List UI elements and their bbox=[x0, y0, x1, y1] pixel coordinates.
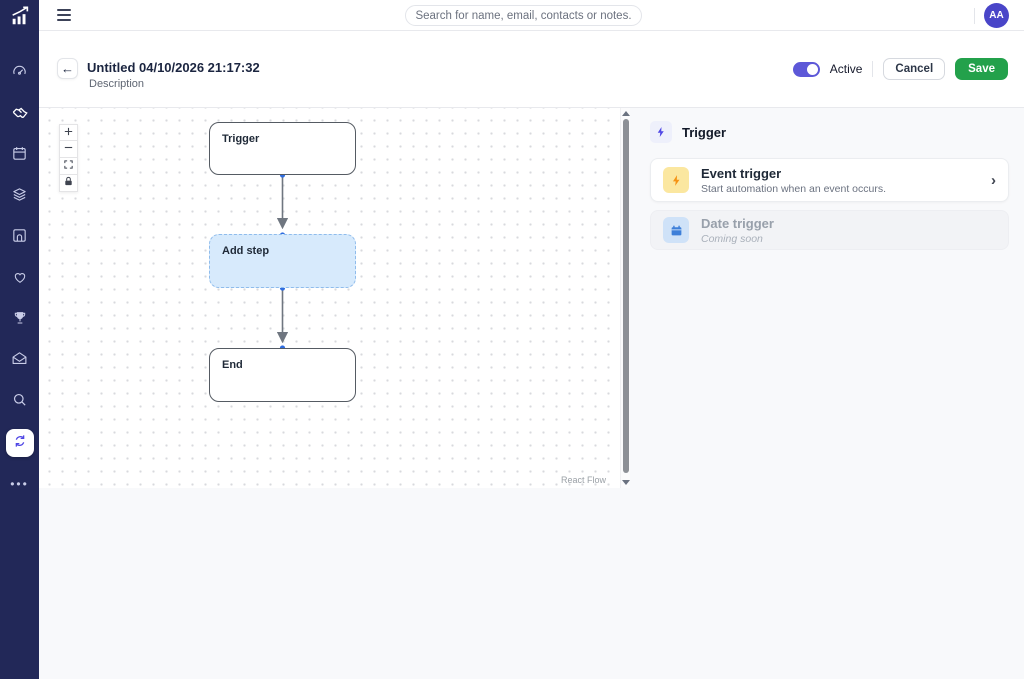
event-trigger-card[interactable]: Event trigger Start automation when an e… bbox=[650, 158, 1009, 202]
scrollbar-thumb[interactable] bbox=[622, 119, 629, 473]
gauge-icon bbox=[11, 63, 28, 85]
contact-arch-icon bbox=[11, 227, 28, 249]
more-ellipsis-icon: ••• bbox=[10, 477, 29, 491]
event-bolt-icon bbox=[663, 167, 689, 193]
trigger-panel: Trigger Event trigger Start automation w… bbox=[630, 108, 1024, 679]
layers-icon bbox=[11, 186, 28, 208]
topbar-divider bbox=[974, 8, 975, 24]
workflow-description[interactable]: Description bbox=[89, 78, 145, 90]
node-add-step-label: Add step bbox=[222, 245, 270, 257]
minus-icon bbox=[63, 140, 74, 158]
sidebar-item-trophy[interactable] bbox=[6, 306, 34, 334]
sidebar-item-handshake[interactable] bbox=[6, 101, 34, 129]
node-add-step[interactable]: Add step bbox=[209, 234, 356, 288]
bolt-icon bbox=[650, 121, 672, 143]
heart-icon bbox=[12, 269, 28, 290]
active-toggle[interactable] bbox=[792, 61, 820, 77]
flow-canvas[interactable]: Trigger Add step End React Flow bbox=[39, 108, 620, 488]
mail-open-icon bbox=[11, 350, 28, 372]
topbar: AA bbox=[39, 0, 1024, 31]
node-end-label: End bbox=[222, 359, 243, 371]
calendar-icon bbox=[11, 145, 28, 167]
date-calendar-icon bbox=[663, 217, 689, 243]
sidebar-item-gauge[interactable] bbox=[6, 60, 34, 88]
panel-header: Trigger bbox=[650, 121, 726, 143]
node-trigger[interactable]: Trigger bbox=[209, 122, 356, 175]
toggle-knob bbox=[806, 63, 818, 75]
arrow-left-icon: ← bbox=[61, 61, 74, 76]
growth-chart-logo-icon bbox=[0, 0, 39, 32]
plus-icon bbox=[63, 124, 74, 142]
canvas-controls bbox=[59, 124, 78, 192]
event-trigger-texts: Event trigger Start automation when an e… bbox=[701, 166, 991, 195]
global-search-input[interactable] bbox=[405, 5, 642, 26]
sidebar-items: ••• bbox=[5, 60, 34, 498]
workflow-title: Untitled 04/10/2026 21:17:32 bbox=[87, 60, 260, 75]
sidebar-item-mail[interactable] bbox=[6, 347, 34, 375]
back-button[interactable]: ← bbox=[57, 58, 78, 79]
sidebar: ••• bbox=[0, 0, 39, 679]
node-trigger-label: Trigger bbox=[222, 133, 260, 145]
search-icon bbox=[11, 391, 28, 413]
zoom-out-button[interactable] bbox=[59, 141, 78, 158]
scroll-down-arrow-icon[interactable] bbox=[622, 480, 630, 485]
sidebar-item-calendar[interactable] bbox=[6, 142, 34, 170]
workflow-header: ← Untitled 04/10/2026 21:17:32 Descripti… bbox=[39, 31, 1024, 108]
event-trigger-subtitle: Start automation when an event occurs. bbox=[701, 182, 887, 195]
trophy-icon bbox=[12, 310, 28, 331]
sidebar-item-layers[interactable] bbox=[6, 183, 34, 211]
avatar[interactable]: AA bbox=[984, 3, 1009, 28]
active-label: Active bbox=[829, 62, 863, 76]
date-trigger-subtitle: Coming soon bbox=[701, 232, 763, 245]
sidebar-item-search[interactable] bbox=[6, 388, 34, 416]
scroll-up-arrow-icon[interactable] bbox=[622, 111, 630, 116]
lock-button[interactable] bbox=[59, 175, 78, 192]
chevron-right-icon: › bbox=[991, 171, 996, 189]
sidebar-item-automations[interactable] bbox=[5, 429, 34, 457]
fit-view-icon bbox=[63, 157, 74, 175]
hamburger-menu-icon[interactable] bbox=[57, 9, 71, 21]
zoom-in-button[interactable] bbox=[59, 124, 78, 141]
sync-icon bbox=[12, 433, 28, 454]
fit-view-button[interactable] bbox=[59, 158, 78, 175]
panel-title: Trigger bbox=[682, 124, 727, 140]
sidebar-item-more[interactable]: ••• bbox=[6, 470, 34, 498]
handshake-icon bbox=[11, 104, 29, 127]
cancel-button[interactable]: Cancel bbox=[883, 58, 946, 80]
sidebar-item-heart[interactable] bbox=[6, 265, 34, 293]
date-trigger-card: Date trigger Coming soon bbox=[650, 210, 1009, 250]
actions-divider bbox=[872, 61, 874, 77]
save-button[interactable]: Save bbox=[955, 58, 1008, 80]
header-actions: Active Cancel Save bbox=[792, 58, 1008, 80]
react-flow-attribution[interactable]: React Flow bbox=[560, 475, 606, 485]
node-end[interactable]: End bbox=[209, 348, 356, 402]
event-trigger-title: Event trigger bbox=[701, 165, 782, 181]
lock-icon bbox=[63, 174, 74, 192]
canvas-scrollbar[interactable] bbox=[620, 108, 630, 488]
date-trigger-title: Date trigger bbox=[701, 215, 774, 231]
sidebar-item-contact-arch[interactable] bbox=[6, 224, 34, 252]
date-trigger-texts: Date trigger Coming soon bbox=[701, 216, 996, 245]
